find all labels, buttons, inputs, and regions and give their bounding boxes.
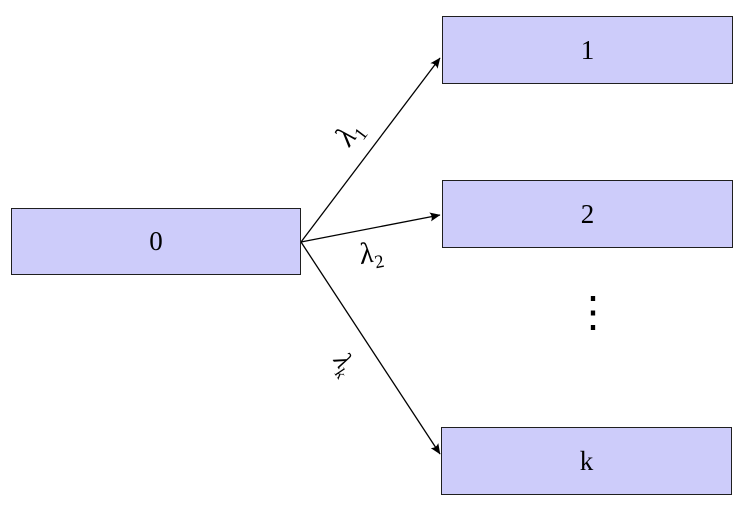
edge-label-lambda-1: λ1 — [317, 99, 380, 167]
node-2: 2 — [442, 180, 733, 248]
lambda-subscript: 2 — [372, 250, 386, 274]
node-0: 0 — [11, 208, 301, 275]
vertical-ellipsis: ⋮ — [572, 290, 614, 336]
node-k: k — [441, 427, 732, 495]
node-2-label: 2 — [580, 198, 595, 229]
node-0-label: 0 — [149, 226, 163, 256]
node-k-label: k — [579, 445, 594, 476]
node-1: 1 — [442, 16, 733, 84]
edge-label-lambda-k: λk — [317, 332, 373, 395]
node-1-label: 1 — [580, 34, 595, 65]
edge-label-lambda-2: λ2 — [338, 231, 403, 276]
